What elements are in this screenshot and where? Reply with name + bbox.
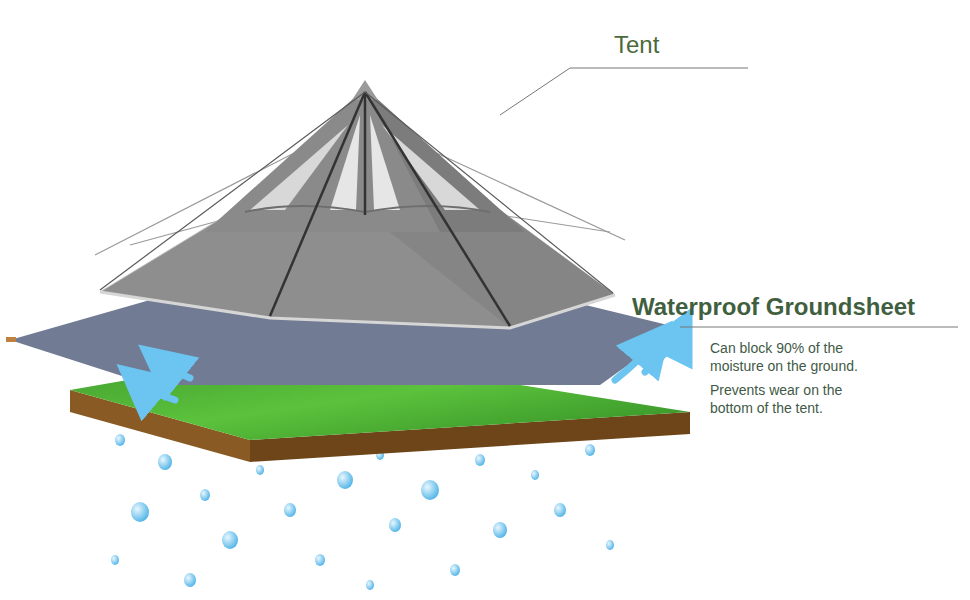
- note-text: Can block 90% of the moisture on the gro…: [710, 340, 882, 375]
- water-drops: [111, 434, 614, 590]
- note-text: Prevents wear on the bottom of the tent.: [710, 382, 882, 417]
- moisture-arrows: [138, 332, 680, 400]
- part-label: Tent: [614, 30, 659, 60]
- leader-lines: [500, 68, 958, 327]
- tent: [100, 80, 615, 328]
- part-label: Waterproof Groundsheet: [632, 292, 915, 322]
